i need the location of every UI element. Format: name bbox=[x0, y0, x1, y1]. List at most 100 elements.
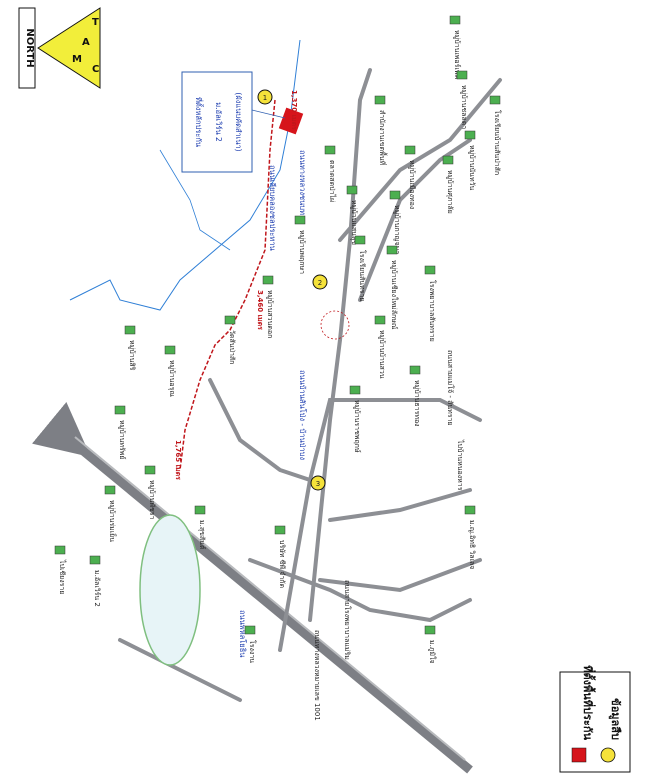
place-label: โรงเรียนบ้านสันป่าสัก bbox=[493, 110, 502, 175]
place-label: หมู่บ้านพัชรา bbox=[148, 480, 156, 520]
house-icon bbox=[374, 315, 386, 325]
place-label: วัดสันป่าสัก bbox=[228, 330, 236, 364]
place-label: ตลาดสดป่าไผ่ bbox=[328, 160, 337, 202]
place-item: หมู่บ้านร่มเย็น bbox=[104, 485, 117, 542]
house-icon bbox=[324, 145, 336, 155]
place-label: ม.อัลเวิร์น 2 bbox=[93, 570, 101, 607]
place-item: โรงงาน bbox=[244, 625, 257, 663]
place-item: ไปเชียงราย bbox=[54, 545, 67, 594]
svg-text:3: 3 bbox=[316, 480, 320, 488]
north-arrow: NORTH T A M C bbox=[18, 7, 101, 89]
place-label: สำนักงานเขตพื้นที่ bbox=[378, 110, 389, 165]
house-icon bbox=[464, 505, 476, 515]
info-line-2: ม.อัลเวิร์น 2 bbox=[214, 102, 223, 142]
place-item: หมู่บ้านพัชรา bbox=[144, 465, 156, 520]
marker-2: 2 bbox=[312, 274, 328, 290]
road-label-5: ถนนสายโรงพยาบาลแม่ริม bbox=[343, 580, 352, 660]
place-item: หมู่บ้านทรัพย์ bbox=[114, 405, 126, 459]
house-icon bbox=[404, 145, 416, 155]
place-label: หมู่บ้านเพอร์เฟค bbox=[453, 30, 461, 80]
house-icon bbox=[294, 215, 306, 225]
house-icon bbox=[424, 265, 436, 275]
house-icon bbox=[144, 465, 156, 475]
place-item: หมู่บ้านเพอร์เฟค bbox=[449, 15, 461, 80]
road-label-6: ถนนทางหลวงหมายเลข 1001 bbox=[313, 630, 321, 721]
info-line-1: ที่ตั้งหลักประกัน bbox=[194, 97, 204, 147]
house-icon bbox=[354, 235, 366, 245]
place-label: ไปเชียงราย bbox=[58, 559, 67, 594]
distance-3: 1,765 เมตร bbox=[174, 440, 182, 480]
house-icon bbox=[244, 625, 256, 635]
place-item: หมู่บ้านชลลดา bbox=[456, 70, 468, 129]
road-label-4: ถนนบ้านสันโป่ง - บ้านป่าบง bbox=[298, 370, 307, 460]
place-label: หมู่บ้านอรุณ bbox=[168, 360, 176, 397]
place-label: หมู่บ้านบ้านสวน bbox=[378, 330, 386, 379]
north-triangle-icon bbox=[37, 7, 101, 89]
house-icon bbox=[349, 385, 361, 395]
place-label: ม.ญ.อิทธิ วิลเลจ bbox=[468, 520, 476, 569]
place-label: หมู่บ้านนันทวัน bbox=[468, 145, 476, 191]
place-item: ตลาดสดป่าไผ่ bbox=[324, 145, 337, 202]
place-item: หมู่บ้านศุภาลัย bbox=[442, 155, 454, 214]
distance-2: 3,460 เมตร bbox=[256, 290, 264, 330]
place-label: หมู่บ้านศุภาลัย bbox=[446, 170, 454, 214]
north-letter-t: T bbox=[92, 17, 99, 28]
place-label: ม.สุขสันต์ bbox=[198, 520, 206, 550]
place-item: หมู่บ้านแสนสุข bbox=[346, 185, 358, 245]
place-item: โรงเรียนบ้านสันป่าสัก bbox=[489, 95, 502, 175]
house-icon bbox=[456, 70, 468, 80]
place-label: โรงพยาบาลสันทราย bbox=[428, 280, 437, 342]
route-red bbox=[179, 99, 276, 471]
place-label: หมู่บ้านชลลดา bbox=[460, 85, 468, 129]
place-label: โรงงาน bbox=[248, 640, 257, 663]
house-icon bbox=[386, 245, 398, 255]
place-item: วัดสันป่าสัก bbox=[224, 315, 236, 364]
house-icon bbox=[464, 130, 476, 140]
marker-1: 1 bbox=[257, 89, 273, 105]
place-label: หมู่บ้านสิริ bbox=[128, 340, 136, 371]
place-label: หมู่บ้านราชพฤกษ์ bbox=[353, 400, 361, 453]
legend-info-icon bbox=[600, 747, 616, 763]
house-icon bbox=[449, 15, 461, 25]
place-label: หมู่บ้านร่มเย็น bbox=[108, 500, 117, 542]
highway-main bbox=[31, 401, 473, 774]
site-marker-icon bbox=[278, 107, 304, 135]
highlight-area bbox=[139, 514, 201, 666]
house-icon bbox=[114, 405, 126, 415]
house-icon bbox=[442, 155, 454, 165]
place-item: หมู่บ้านเมืองทอง bbox=[404, 145, 416, 209]
road-network bbox=[118, 68, 502, 702]
house-icon bbox=[389, 190, 401, 200]
river-line-2 bbox=[159, 149, 231, 251]
place-item: ม.อัลเวิร์น 2 bbox=[89, 555, 101, 607]
house-icon bbox=[224, 315, 236, 325]
house-icon bbox=[374, 95, 386, 105]
place-label: หมู่บ้านธารทอง bbox=[413, 380, 421, 427]
info-line-3: (ผังแนบคัดสำเนา) bbox=[234, 92, 243, 151]
place-label: หมู่บ้านเชียงใหม่ลักษณ์ bbox=[390, 260, 399, 330]
place-label: หมู่บ้านกาญจนา bbox=[393, 205, 401, 254]
place-item: หมู่บ้านอรุณ bbox=[164, 345, 176, 397]
place-item: หมู่บ้านบ้านสวน bbox=[374, 315, 386, 379]
place-item: หมู่บ้านราชพฤกษ์ bbox=[349, 385, 361, 453]
road-label-3: ถนนพหลโยธิน bbox=[238, 610, 247, 657]
house-icon bbox=[262, 275, 274, 285]
place-item: หมู่บ้านสิริ bbox=[124, 325, 136, 371]
places-layer: หมู่บ้านเพอร์เฟคหมู่บ้านชลลดาโรงเรียนบ้า… bbox=[54, 15, 502, 664]
place-item: หมู่บ้านสวนดอก bbox=[262, 275, 274, 338]
info-box: ที่ตั้งหลักประกัน ม.อัลเวิร์น 2 (ผังแนบค… bbox=[181, 71, 253, 173]
house-icon bbox=[104, 485, 116, 495]
distance-1: 1,370 เมตร bbox=[290, 90, 298, 130]
place-item: ม.สุขสันต์ bbox=[194, 505, 206, 550]
place-item: หมู่บ้านกาญจนา bbox=[389, 190, 401, 254]
house-icon bbox=[409, 365, 421, 375]
legend-site-icon bbox=[571, 747, 587, 763]
place-label: ม.ภูมิใจ bbox=[428, 640, 437, 664]
house-icon bbox=[164, 345, 176, 355]
legend-info-label: ข้อมูลสืบ bbox=[608, 698, 622, 740]
place-item: หมู่บ้านเชียงใหม่ลักษณ์ bbox=[386, 245, 399, 330]
road-label-1: ถนนเลียบคลองชลประทาน bbox=[268, 165, 277, 251]
svg-text:2: 2 bbox=[318, 279, 322, 287]
place-label: โรงเรียนสันทราย bbox=[358, 250, 367, 301]
house-icon bbox=[346, 185, 358, 195]
